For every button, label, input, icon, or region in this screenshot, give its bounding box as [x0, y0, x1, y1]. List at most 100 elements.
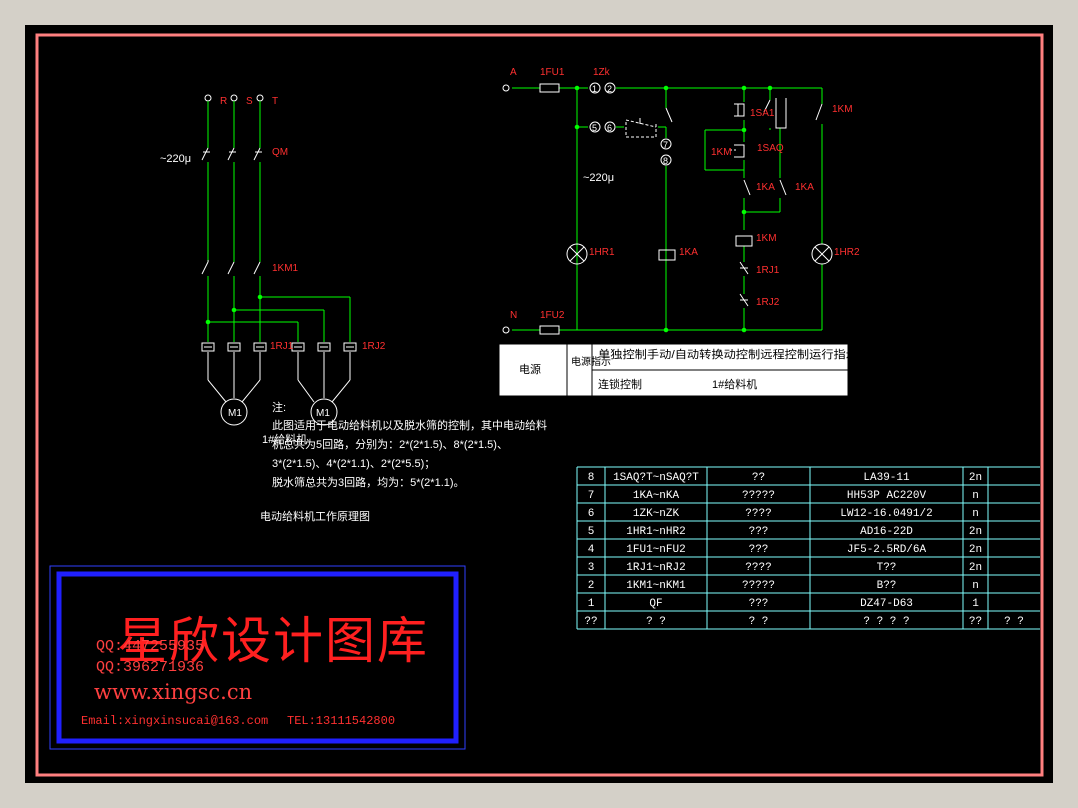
label-m1: M1 — [228, 408, 242, 419]
label-km-contact-top: 1KM — [832, 104, 853, 115]
node-1: 1 — [592, 84, 597, 94]
parts-cell-model: AD16-22D — [860, 526, 913, 538]
parts-cell-code: ? ? — [646, 616, 666, 628]
label-m2: M1 — [316, 408, 330, 419]
parts-cell-qty: ?? — [969, 616, 982, 628]
thermal-relay-elements — [201, 342, 357, 352]
notes-line-1: 此图适用于电动给料机以及脱水筛的控制，其中电动给料 — [272, 418, 547, 432]
function-table: 电源 电源指示 单独控制手动/自动转换动控制远程控制运行指示 连锁控制 1#给料… — [498, 343, 858, 397]
node-6: 6 — [607, 123, 612, 133]
parts-cell-no: 6 — [588, 508, 595, 520]
parts-cell-name: ???? — [745, 562, 771, 574]
node-7: 7 — [663, 140, 668, 150]
label-ka-contact-right: 1KA — [795, 182, 814, 193]
notes-overlap-label: 1#给料机 — [262, 432, 307, 446]
label-voltage-right: ~220μ — [583, 172, 614, 184]
label-rj1-right: 1RJ1 — [756, 265, 780, 276]
notes-title: 注: — [272, 400, 286, 414]
parts-cell-no: 7 — [588, 490, 595, 502]
parts-cell-model: ? ? ? ? — [863, 616, 909, 628]
drawing-sheet: R S T QM ~220μ 1KM1 1RJ1 1RJ2 M1 M1 — [25, 25, 1053, 783]
label-km1: 1KM1 — [272, 263, 299, 274]
parts-cell-qty: n — [972, 580, 979, 592]
parts-cell-no: 2 — [588, 580, 595, 592]
motor-m2-symbol — [310, 398, 338, 426]
parts-cell-extra: ? ? — [1004, 616, 1024, 628]
parts-cell-qty: 2n — [969, 526, 982, 538]
watermark-qq2: QQ:396271936 — [96, 659, 205, 676]
cad-drawing: R S T QM ~220μ 1KM1 1RJ1 1RJ2 M1 M1 — [35, 33, 1044, 777]
parts-cell-code: 1SAQ?T~nSAQ?T — [613, 472, 699, 484]
diagram-title: 电动给料机工作原理图 — [260, 509, 370, 523]
watermark-tel: TEL:13111542800 — [287, 714, 396, 728]
label-hr2: 1HR2 — [834, 247, 860, 258]
parts-cell-model: LA39-11 — [863, 472, 910, 484]
parts-cell-model: LW12-16.0491/2 — [840, 508, 932, 520]
parts-cell-model: B?? — [877, 580, 897, 592]
label-sa0: 1SAQ — [757, 143, 784, 154]
parts-cell-model: HH53P AC220V — [847, 490, 927, 502]
parts-cell-qty: 1 — [972, 598, 979, 610]
label-ka-contact: 1KA — [756, 182, 775, 193]
table-row-left: 连锁控制 — [598, 377, 642, 391]
table-header: 单独控制手动/自动转换动控制远程控制运行指示 — [598, 347, 858, 361]
parts-cell-model: JF5-2.5RD/6A — [847, 544, 927, 556]
label-voltage-left: ~220μ — [160, 153, 191, 165]
node-8: 8 — [663, 156, 668, 166]
table-indicator-label: 电源指示 — [571, 355, 611, 368]
label-ka-coil: 1KA — [679, 247, 698, 258]
outer-frame — [35, 33, 1044, 777]
label-zk: 1Zk — [593, 67, 611, 78]
parts-cell-name: ????? — [742, 580, 775, 592]
parts-cell-name: ?? — [752, 472, 765, 484]
watermark-inner-border — [56, 571, 459, 744]
control-circuit-symbols — [502, 82, 833, 335]
parts-cell-code: 1HR1~nHR2 — [626, 526, 685, 538]
notes-line-3: 3*(2*1.5)、4*(2*1.1)、2*(2*5.5)； — [272, 458, 435, 470]
parts-cell-qty: 2n — [969, 472, 982, 484]
motor-m1-symbol — [220, 398, 248, 426]
label-fu2: 1FU2 — [540, 310, 565, 321]
parts-cell-code: 1KA~nKA — [633, 490, 680, 502]
table-power-label: 电源 — [519, 362, 541, 376]
label-sa1: 1SA1 — [750, 108, 775, 119]
parts-cell-name: ? ? — [749, 616, 769, 628]
label-t: T — [272, 96, 278, 107]
parts-cell-model: DZ47-D63 — [860, 598, 913, 610]
label-a: A — [510, 67, 517, 78]
label-s: S — [246, 96, 253, 107]
parts-cell-no: 4 — [588, 544, 595, 556]
node-2: 2 — [607, 84, 612, 94]
parts-cell-qty: 2n — [969, 544, 982, 556]
parts-cell-no: ?? — [584, 616, 597, 628]
parts-cell-name: ???? — [745, 508, 771, 520]
parts-cell-no: 5 — [588, 526, 595, 538]
label-qm: QM — [272, 147, 288, 158]
parts-cell-code: 1RJ1~nRJ2 — [626, 562, 685, 574]
parts-cell-name: ??? — [749, 526, 769, 538]
label-km-contact: 1KM — [711, 147, 732, 158]
parts-cell-qty: n — [972, 508, 979, 520]
parts-cell-model: T?? — [877, 562, 897, 574]
parts-cell-code: 1ZK~nZK — [633, 508, 680, 520]
notes-line-2: 机总共为5回路，分别为：2*(2*1.5)、8*(2*1.5)、 — [272, 437, 508, 451]
main-power-circuit — [201, 94, 351, 342]
watermark-qq1: QQ:447255935 — [96, 638, 205, 655]
watermark-outer-border — [49, 565, 466, 750]
label-rj1-left: 1RJ1 — [270, 341, 294, 352]
parts-cell-code: QF — [649, 598, 662, 610]
parts-cell-qty: n — [972, 490, 979, 502]
label-fu1: 1FU1 — [540, 67, 565, 78]
label-hr1: 1HR1 — [589, 247, 615, 258]
label-km-coil: 1KM — [756, 233, 777, 244]
label-r: R — [220, 96, 227, 107]
parts-cell-name: ??? — [749, 598, 769, 610]
parts-cell-name: ????? — [742, 490, 775, 502]
watermark-title: 星欣设计图库 — [117, 612, 429, 670]
watermark-website: www.xingsc.cn — [94, 680, 253, 704]
node-5: 5 — [592, 123, 597, 133]
table-row-right: 1#给料机 — [712, 377, 757, 391]
motor-leads — [207, 352, 351, 403]
parts-cell-qty: 2n — [969, 562, 982, 574]
